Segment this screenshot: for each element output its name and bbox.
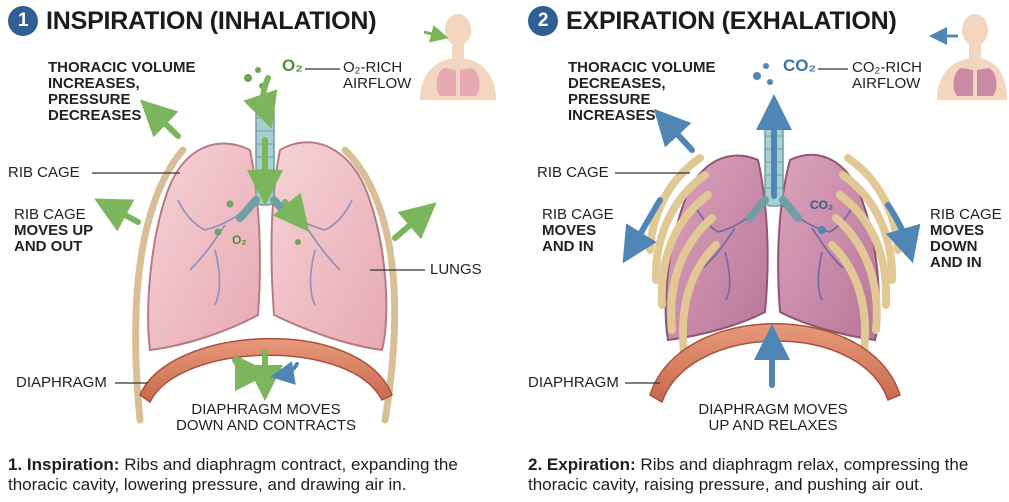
diaphragm-label-expiration: DIAPHRAGM	[528, 375, 619, 391]
step-badge-2: 2	[528, 6, 558, 36]
diaphragm-moves-down-label: DIAPHRAGM MOVES DOWN AND CONTRACTS	[176, 402, 356, 434]
rib-cage-label-inspiration: RIB CAGE	[8, 165, 80, 181]
thoracic-line-3: PRESSURE	[48, 92, 196, 108]
rib-move-right-line-1: RIB CAGE	[930, 207, 1002, 223]
rib-move-line-1: RIB CAGE	[14, 207, 93, 223]
expiration-title-text: EXPIRATION (EXHALATION)	[566, 7, 897, 36]
airflow-line-2: AIRFLOW	[343, 76, 411, 92]
thoracic-line-2: INCREASES,	[48, 76, 196, 92]
rib-move-left-line-1: RIB CAGE	[542, 207, 614, 223]
rib-move-line-3: AND OUT	[14, 239, 93, 255]
right-lung	[272, 142, 387, 350]
o2-airflow-label: O₂-RICH AIRFLOW	[343, 60, 411, 92]
rib-cage-label-expiration: RIB CAGE	[537, 165, 609, 181]
diaphragm-move-line-2: DOWN AND CONTRACTS	[176, 418, 356, 434]
thoracic-line-3: PRESSURE	[568, 92, 716, 108]
lungs-label: LUNGS	[430, 262, 482, 278]
rib-move-right-line-4: AND IN	[930, 255, 1002, 271]
expiration-caption: 2. Expiration: Ribs and diaphragm relax,…	[528, 455, 1009, 495]
thoracic-line-1: THORACIC VOLUME	[48, 60, 196, 76]
rib-move-left-line-3: AND IN	[542, 239, 614, 255]
expiration-title: 2 EXPIRATION (EXHALATION)	[528, 6, 897, 36]
diaphragm-move-line-1: DIAPHRAGM MOVES	[683, 402, 863, 418]
rib-move-right-line-3: DOWN	[930, 239, 1002, 255]
airflow-line-1: O₂-RICH	[343, 60, 411, 76]
thoracic-line-4: INCREASES	[568, 108, 716, 124]
person-thumbnail-inspiration	[420, 14, 496, 100]
thoracic-line-1: THORACIC VOLUME	[568, 60, 716, 76]
diaphragm-moves-up-label: DIAPHRAGM MOVES UP AND RELAXES	[683, 402, 863, 434]
rib-move-line-2: MOVES UP	[14, 223, 93, 239]
person-thumbnail-expiration	[937, 14, 1007, 100]
inspiration-caption-title: 1. Inspiration:	[8, 455, 119, 474]
co2-airflow-label: CO₂-RICH AIRFLOW	[852, 60, 922, 92]
thoracic-line-4: DECREASES	[48, 108, 196, 124]
diaphragm-move-line-1: DIAPHRAGM MOVES	[176, 402, 356, 418]
inner-co2-label: CO₂	[810, 197, 833, 213]
inspiration-title-text: INSPIRATION (INHALATION)	[46, 7, 376, 36]
step-badge-1: 1	[8, 6, 38, 36]
expiration-thoracic-label: THORACIC VOLUME DECREASES, PRESSURE INCR…	[568, 60, 716, 124]
inspiration-title: 1 INSPIRATION (INHALATION)	[8, 6, 376, 36]
inspiration-caption: 1. Inspiration: Ribs and diaphragm contr…	[8, 455, 493, 495]
co2-gas-label: CO₂	[783, 58, 816, 74]
airflow-line-2: AIRFLOW	[852, 76, 922, 92]
rib-cage-moves-down-label: RIB CAGE MOVES DOWN AND IN	[930, 207, 1002, 271]
expiration-caption-title: 2. Expiration:	[528, 455, 636, 474]
thoracic-line-2: DECREASES,	[568, 76, 716, 92]
rib-move-left-line-2: MOVES	[542, 223, 614, 239]
rib-cage-moves-in-label: RIB CAGE MOVES AND IN	[542, 207, 614, 255]
inspiration-thoracic-label: THORACIC VOLUME INCREASES, PRESSURE DECR…	[48, 60, 196, 124]
diaphragm-move-line-2: UP AND RELAXES	[683, 418, 863, 434]
airflow-line-1: CO₂-RICH	[852, 60, 922, 76]
rib-cage-moves-up-label: RIB CAGE MOVES UP AND OUT	[14, 207, 93, 255]
o2-gas-label: O₂	[282, 58, 303, 74]
rib-move-right-line-2: MOVES	[930, 223, 1002, 239]
inner-o2-label: O₂	[232, 232, 247, 248]
diaphragm-label-inspiration: DIAPHRAGM	[16, 375, 107, 391]
